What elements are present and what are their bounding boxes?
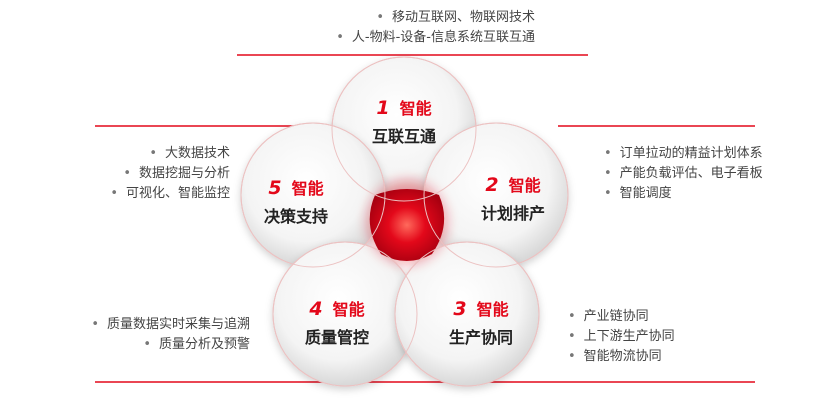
- petal-number: 3: [453, 298, 467, 320]
- petal-number: 2: [485, 174, 499, 196]
- petal-title: 互联互通: [371, 127, 436, 146]
- bullet-item: 订单拉动的精益计划体系: [604, 144, 763, 164]
- bullets-4: 质量数据实时采集与追溯 质量分析及预警: [70, 315, 250, 355]
- petal-title: 生产协同: [448, 328, 513, 347]
- bullets-5: 大数据技术 数据挖掘与分析 可视化、智能监控: [80, 144, 230, 204]
- petal-title: 决策支持: [263, 207, 328, 226]
- petal-label-4: 4 智能 质量管控: [277, 296, 397, 348]
- bullet-item: 产业链协同: [568, 307, 675, 327]
- bullets-1: 移动互联网、物联网技术 人-物料-设备-信息系统互联互通: [280, 8, 535, 48]
- petal-outline-3: [394, 241, 540, 387]
- petal-keyword: 智能: [476, 300, 509, 319]
- bullet-item: 可视化、智能监控: [80, 184, 230, 204]
- bullets-3: 产业链协同 上下游生产协同 智能物流协同: [568, 307, 675, 367]
- petal-keyword: 智能: [508, 176, 541, 195]
- petal-keyword: 智能: [399, 99, 432, 118]
- petal-outline-2: [423, 122, 569, 268]
- bullet-item: 移动互联网、物联网技术: [280, 8, 535, 28]
- bullet-item: 质量分析及预警: [70, 335, 250, 355]
- core-shape: [369, 189, 445, 261]
- petal-number: 4: [309, 298, 323, 320]
- petal-keyword: 智能: [291, 179, 324, 198]
- petal-label-5: 5 智能 决策支持: [236, 175, 356, 227]
- petal-outline-1: [331, 56, 477, 202]
- bullet-item: 上下游生产协同: [568, 327, 675, 347]
- petal-title: 计划排产: [480, 204, 545, 223]
- petal-outline-5: [240, 122, 386, 268]
- petal-label-3: 3 智能 生产协同: [421, 296, 541, 348]
- petal-number: 5: [268, 177, 282, 199]
- bullet-item: 产能负载评估、电子看板: [604, 164, 763, 184]
- bullet-item: 大数据技术: [80, 144, 230, 164]
- bullet-item: 人-物料-设备-信息系统互联互通: [280, 28, 535, 48]
- bullet-item: 质量数据实时采集与追溯: [70, 315, 250, 335]
- petal-label-2: 2 智能 计划排产: [453, 172, 573, 224]
- petal-title: 质量管控: [304, 328, 369, 347]
- petal-label-1: 1 智能 互联互通: [344, 95, 464, 147]
- bullet-item: 智能物流协同: [568, 347, 675, 367]
- bullet-item: 智能调度: [604, 184, 763, 204]
- petal-keyword: 智能: [332, 300, 365, 319]
- bullets-2: 订单拉动的精益计划体系 产能负载评估、电子看板 智能调度: [604, 144, 763, 204]
- bullet-item: 数据挖掘与分析: [80, 164, 230, 184]
- petal-number: 1: [376, 97, 390, 119]
- petal-outline-4: [272, 241, 418, 387]
